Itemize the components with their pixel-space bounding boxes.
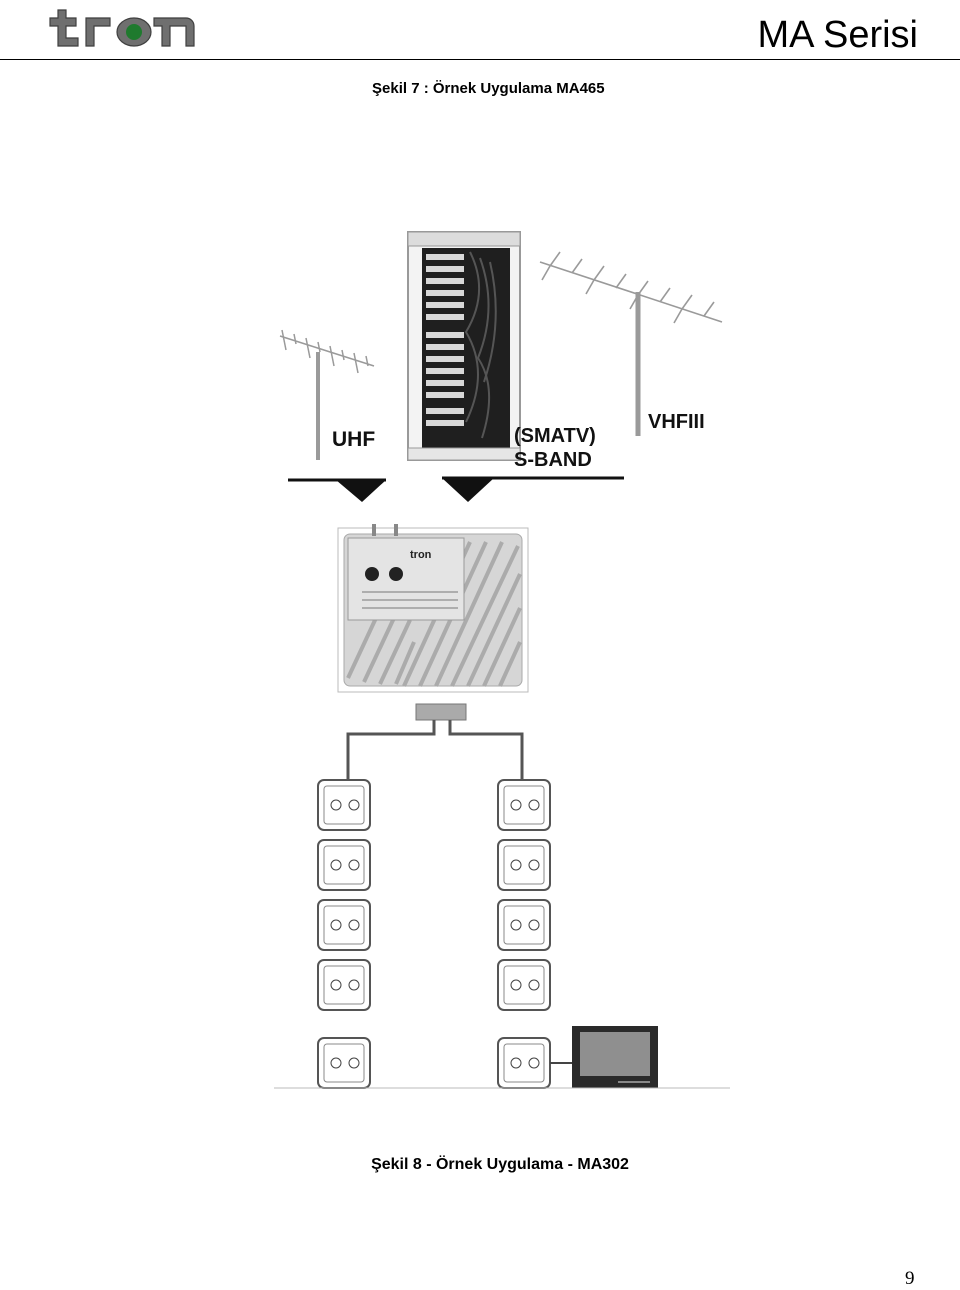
figure7-caption: Şekil 7 : Örnek Uygulama MA465 bbox=[372, 80, 605, 97]
outlet-icon bbox=[317, 899, 371, 951]
installation-diagram: UHF (SMATV) S-BAND bbox=[274, 231, 730, 1089]
cable-lines bbox=[346, 720, 524, 780]
vhf-label: VHFIII bbox=[648, 411, 705, 433]
amplifier-device-icon: tron bbox=[337, 524, 529, 693]
outlet-icon bbox=[497, 899, 551, 951]
uhf-label: UHF bbox=[332, 428, 375, 451]
input-arrows bbox=[288, 476, 624, 502]
header-divider bbox=[0, 59, 960, 60]
outlet-icon bbox=[497, 839, 551, 891]
outlet-icon bbox=[317, 779, 371, 831]
series-title: MA Serisi bbox=[757, 14, 918, 56]
figure8-caption: Şekil 8 - Örnek Uygulama - MA302 bbox=[371, 1156, 629, 1173]
tron-logo: tron bbox=[44, 4, 195, 47]
splitter-icon bbox=[415, 703, 467, 721]
tv-icon bbox=[550, 1026, 658, 1088]
uhf-antenna-icon bbox=[279, 329, 375, 460]
wall-outlets-right bbox=[497, 779, 551, 1089]
wall-outlets-left bbox=[317, 779, 371, 1089]
outlet-icon bbox=[497, 959, 551, 1011]
outlet-icon bbox=[317, 1037, 371, 1089]
page-number: 9 bbox=[905, 1268, 915, 1289]
vhf-antenna-icon bbox=[539, 251, 723, 436]
outlet-icon bbox=[497, 1037, 551, 1089]
outlet-icon bbox=[317, 959, 371, 1011]
device-brand: tron bbox=[410, 549, 432, 561]
outlet-icon bbox=[497, 779, 551, 831]
smatv-rack-icon bbox=[407, 231, 521, 461]
outlet-icon bbox=[317, 839, 371, 891]
sband-label: S-BAND bbox=[514, 449, 592, 471]
logo-text: tron bbox=[44, 4, 46, 5]
smatv-label: (SMATV) bbox=[514, 425, 596, 447]
